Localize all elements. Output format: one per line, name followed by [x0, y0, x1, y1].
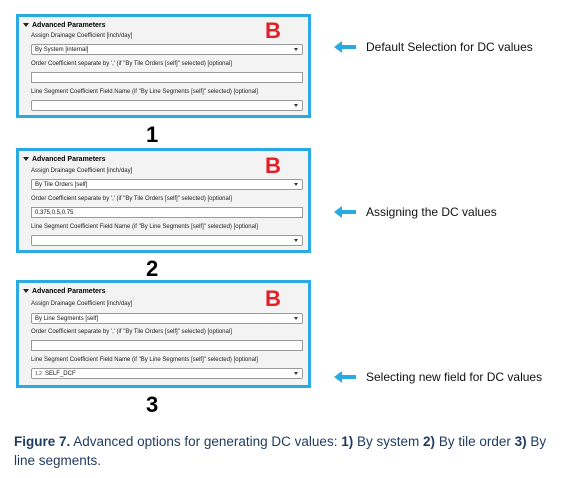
- field-name-combobox[interactable]: [31, 100, 303, 111]
- advanced-parameters-panel-1: Advanced Parameters B Assign Drainage Co…: [16, 14, 311, 118]
- dc-method-combobox[interactable]: By System [internal]: [31, 44, 303, 55]
- advanced-parameters-panel-3: Advanced Parameters B Assign Drainage Co…: [16, 280, 311, 388]
- callout-selecting-field: Selecting new field for DC values: [334, 370, 542, 384]
- collapse-triangle-icon[interactable]: [23, 23, 29, 27]
- dc-method-value: By Line Segments [self]: [35, 315, 99, 322]
- dc-label: Assign Drainage Coefficient [inch/day]: [31, 301, 133, 307]
- left-arrow-icon: [334, 371, 356, 383]
- order-coefficient-input[interactable]: [31, 72, 303, 83]
- field-name-combobox[interactable]: 1.2 SELF_DCF: [31, 368, 303, 379]
- panel-header-label: Advanced Parameters: [32, 287, 106, 295]
- step-number-1: 1: [146, 122, 159, 147]
- dropdown-arrow-icon[interactable]: [294, 239, 298, 242]
- dc-method-combobox[interactable]: By Line Segments [self]: [31, 313, 303, 324]
- step-number-3: 3: [146, 392, 159, 417]
- dc-method-combobox[interactable]: By Tile Orders [self]: [31, 179, 303, 190]
- left-arrow-icon: [334, 206, 356, 218]
- field-name-label: Line Segment Coefficient Field Name (if …: [31, 357, 258, 363]
- dropdown-arrow-icon[interactable]: [294, 317, 298, 320]
- left-arrow-icon: [334, 41, 356, 53]
- caption-figure-label: Figure 7.: [14, 434, 71, 449]
- callout-assigning-values: Assigning the DC values: [334, 205, 497, 219]
- advanced-parameters-panel-2: Advanced Parameters B Assign Drainage Co…: [16, 148, 311, 253]
- callout-text: Assigning the DC values: [366, 205, 497, 219]
- dc-label: Assign Drainage Coefficient [inch/day]: [31, 33, 133, 39]
- panel-header-label: Advanced Parameters: [32, 21, 106, 29]
- caption-item-number-1: 1): [341, 434, 354, 449]
- panel-header-label: Advanced Parameters: [32, 155, 106, 163]
- dropdown-arrow-icon[interactable]: [294, 372, 298, 375]
- panel-header[interactable]: Advanced Parameters: [23, 285, 106, 297]
- caption-item-number-2: 2): [423, 434, 436, 449]
- dropdown-arrow-icon[interactable]: [294, 48, 298, 51]
- b-marker: B: [265, 18, 281, 43]
- dropdown-arrow-icon[interactable]: [294, 183, 298, 186]
- callout-default-selection: Default Selection for DC values: [334, 40, 533, 54]
- panel-header[interactable]: Advanced Parameters: [23, 153, 106, 165]
- dropdown-arrow-icon[interactable]: [294, 104, 298, 107]
- order-coefficient-input[interactable]: 0.375,0.5,0.75: [31, 207, 303, 218]
- b-marker: B: [265, 286, 281, 311]
- callout-text: Default Selection for DC values: [366, 40, 533, 54]
- order-coefficient-label: Order Coefficient separate by ',' (if "B…: [31, 329, 232, 335]
- dc-method-value: By System [internal]: [35, 46, 89, 53]
- caption-item-text-1: By system: [357, 434, 420, 449]
- order-coefficient-label: Order Coefficient separate by ',' (if "B…: [31, 61, 232, 67]
- order-coefficient-label: Order Coefficient separate by ',' (if "B…: [31, 196, 232, 202]
- figure-caption: Figure 7. Advanced options for generatin…: [14, 432, 566, 470]
- caption-intro: Advanced options for generating DC value…: [73, 434, 338, 449]
- dc-label: Assign Drainage Coefficient [inch/day]: [31, 168, 133, 174]
- order-coefficient-input[interactable]: [31, 340, 303, 351]
- step-number-2: 2: [146, 256, 159, 281]
- caption-item-text-3: By line segments.: [14, 434, 547, 468]
- collapse-triangle-icon[interactable]: [23, 289, 29, 293]
- b-marker: B: [265, 153, 281, 178]
- dc-method-value: By Tile Orders [self]: [35, 181, 88, 188]
- panel-header[interactable]: Advanced Parameters: [23, 19, 106, 31]
- collapse-triangle-icon[interactable]: [23, 157, 29, 161]
- field-name-label: Line Segment Coefficient Field Name (if …: [31, 89, 258, 95]
- caption-item-text-2: By tile order: [438, 434, 511, 449]
- callout-text: Selecting new field for DC values: [366, 370, 543, 384]
- field-name-combobox[interactable]: [31, 235, 303, 246]
- field-name-value: SELF_DCF: [44, 370, 76, 377]
- field-type-numeric-icon: 1.2: [35, 370, 42, 377]
- field-name-label: Line Segment Coefficient Field Name (if …: [31, 224, 258, 230]
- caption-item-number-3: 3): [514, 434, 527, 449]
